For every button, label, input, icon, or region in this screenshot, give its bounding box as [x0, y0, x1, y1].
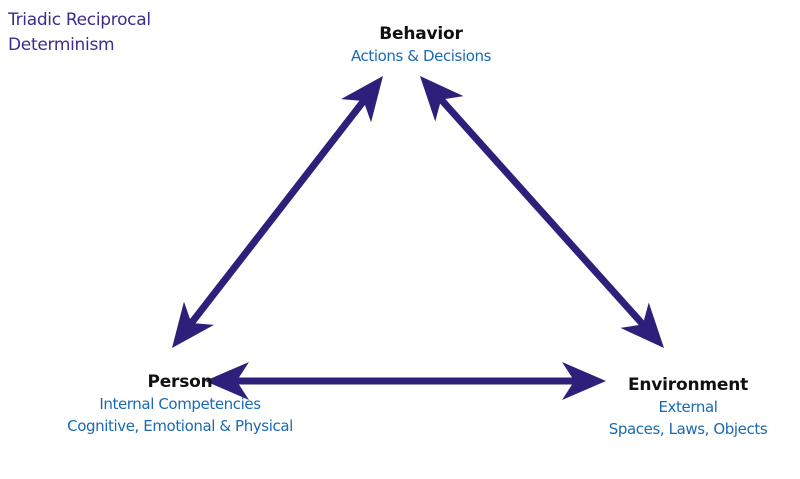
arrowhead-person-behavior-at-person	[172, 301, 214, 348]
arrowhead-behavior-environment-at-environment	[620, 302, 664, 348]
arrowhead-person-environment-at-environment	[562, 362, 606, 400]
arrowhead-person-environment-at-person	[205, 362, 249, 400]
behavior-node: Behavior Actions & Decisions	[316, 23, 526, 67]
person-node: Person Internal Competencies Cognitive, …	[30, 371, 330, 437]
environment-description-2: Spaces, Laws, Objects	[608, 420, 768, 438]
diagram-title-line-1: Triadic Reciprocal	[8, 10, 151, 30]
arrow-shaft-person-behavior	[187, 97, 368, 327]
environment-node: Environment External Spaces, Laws, Objec…	[568, 374, 800, 440]
arrowhead-behavior-environment-at-behavior	[420, 76, 464, 122]
arrowhead-person-behavior-at-behavior	[341, 76, 383, 123]
person-description-2: Cognitive, Emotional & Physical	[67, 417, 293, 435]
diagram-title: Triadic Reciprocal Determinism	[8, 8, 151, 58]
environment-label: Environment	[627, 375, 749, 395]
person-label: Person	[147, 372, 213, 392]
arrow-shaft-behavior-environment	[437, 95, 647, 329]
behavior-description: Actions & Decisions	[350, 47, 492, 65]
diagram-title-line-2: Determinism	[8, 35, 115, 55]
environment-description-1: External	[658, 398, 718, 416]
person-description-1: Internal Competencies	[99, 395, 261, 413]
behavior-label: Behavior	[379, 24, 463, 44]
